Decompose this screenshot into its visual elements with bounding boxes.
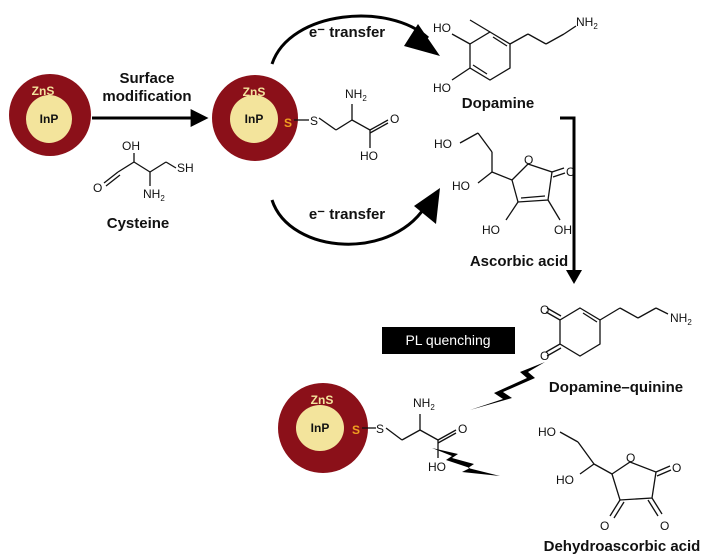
shell-label: ZnS <box>311 393 334 407</box>
atom-label: NH2 <box>143 187 165 203</box>
dopamine-quinine-label: Dopamine–quinine <box>549 379 683 396</box>
surface-modification-label-1: Surface <box>119 70 174 87</box>
atom-label: O <box>672 461 681 475</box>
atom-label: HO <box>434 137 452 151</box>
atom-label: HO <box>360 149 378 163</box>
oxidation-bracket-arrow <box>560 116 582 284</box>
lightning-bolt-icon <box>470 362 545 410</box>
atom-label: O <box>390 112 399 126</box>
atom-label: O <box>93 181 102 195</box>
atom-label: O <box>600 519 609 533</box>
atom-label: O <box>540 349 549 363</box>
atom-label: S <box>376 422 384 436</box>
atom-label: HO <box>433 81 451 95</box>
e-transfer-arrow-top <box>270 14 440 65</box>
atom-label: S <box>310 114 318 128</box>
core-label: InP <box>40 112 59 126</box>
sulfur-atom: S <box>352 423 360 437</box>
atom-label: OH <box>122 139 140 153</box>
atom-label: HO <box>433 21 451 35</box>
atom-label: O <box>566 165 575 179</box>
e-transfer-arrow-bottom <box>270 188 440 246</box>
e-transfer-label-bottom: e⁻ transfer <box>309 206 385 223</box>
shell-label: ZnS <box>243 85 266 99</box>
quantum-dot-bare: ZnS InP <box>9 74 91 156</box>
atom-label: NH2 <box>413 396 435 412</box>
core-label: InP <box>311 421 330 435</box>
inp-core <box>230 95 278 143</box>
atom-label: O <box>540 303 549 317</box>
e-transfer-label-top: e⁻ transfer <box>309 24 385 41</box>
atom-label: HO <box>538 425 556 439</box>
atom-label: O <box>524 153 533 167</box>
sulfur-atom: S <box>284 116 292 130</box>
cysteine-ligand: S NH2 O HO <box>294 87 399 163</box>
atom-label: O <box>660 519 669 533</box>
cysteine-structure: OH O SH NH2 <box>93 139 194 203</box>
inp-core <box>296 405 344 451</box>
cysteine-ligand: S NH2 O HO <box>362 396 467 474</box>
quantum-dot-quenched: ZnS InP S <box>278 383 368 473</box>
atom-label: OH <box>554 223 572 237</box>
atom-label: HO <box>452 179 470 193</box>
cysteine-label: Cysteine <box>107 215 170 232</box>
atom-label: HO <box>482 223 500 237</box>
atom-label: HO <box>428 460 446 474</box>
quantum-dot-modified: ZnS InP S <box>212 75 298 161</box>
shell-label: ZnS <box>32 84 55 98</box>
atom-label: NH2 <box>345 87 367 103</box>
dehydroascorbic-acid-label: Dehydroascorbic acid <box>544 538 701 555</box>
dehydroascorbic-acid-structure: HO HO O O O O <box>538 425 681 533</box>
dopamine-structure: HO HO NH2 <box>433 15 598 95</box>
dopamine-quinine-structure: O O NH2 <box>540 303 692 363</box>
atom-label: NH2 <box>670 311 692 327</box>
ascorbic-acid-label: Ascorbic acid <box>470 253 568 270</box>
pl-quenching-label: PL quenching <box>405 332 490 348</box>
inp-core <box>26 95 72 143</box>
atom-label: NH2 <box>576 15 598 31</box>
atom-label: HO <box>556 473 574 487</box>
ascorbic-acid-structure: HO HO O O HO OH <box>434 132 575 237</box>
core-label: InP <box>245 112 264 126</box>
dopamine-label: Dopamine <box>462 95 535 112</box>
surface-modification-label-2: modification <box>102 88 191 105</box>
pl-quenching-badge <box>382 327 515 354</box>
atom-label: SH <box>177 161 194 175</box>
atom-label: O <box>458 422 467 436</box>
atom-label: O <box>626 451 635 465</box>
lightning-bolt-icon <box>432 448 500 476</box>
